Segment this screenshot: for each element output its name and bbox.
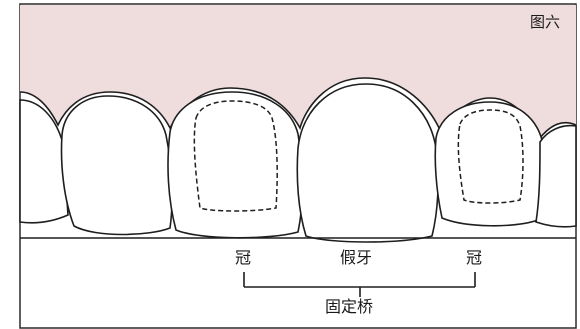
tooth-left-crown xyxy=(167,91,304,239)
figure-number-label: 图六 xyxy=(530,13,561,31)
prepared-core-right xyxy=(457,109,524,204)
pontic-tooth xyxy=(296,83,439,243)
crown-left-label: 冠 xyxy=(235,248,252,267)
gum-tissue xyxy=(20,5,576,138)
bridge-bracket xyxy=(243,272,476,297)
tooth-right-crown xyxy=(434,101,545,227)
gum-line xyxy=(19,77,577,140)
tooth-left-natural xyxy=(60,95,173,236)
tooth-far-right xyxy=(535,124,577,228)
fixed-bridge-label: 固定桥 xyxy=(325,297,374,316)
prepared-core-left xyxy=(193,100,278,212)
crown-right-label: 冠 xyxy=(466,248,483,267)
pontic-label: 假牙 xyxy=(340,248,373,267)
